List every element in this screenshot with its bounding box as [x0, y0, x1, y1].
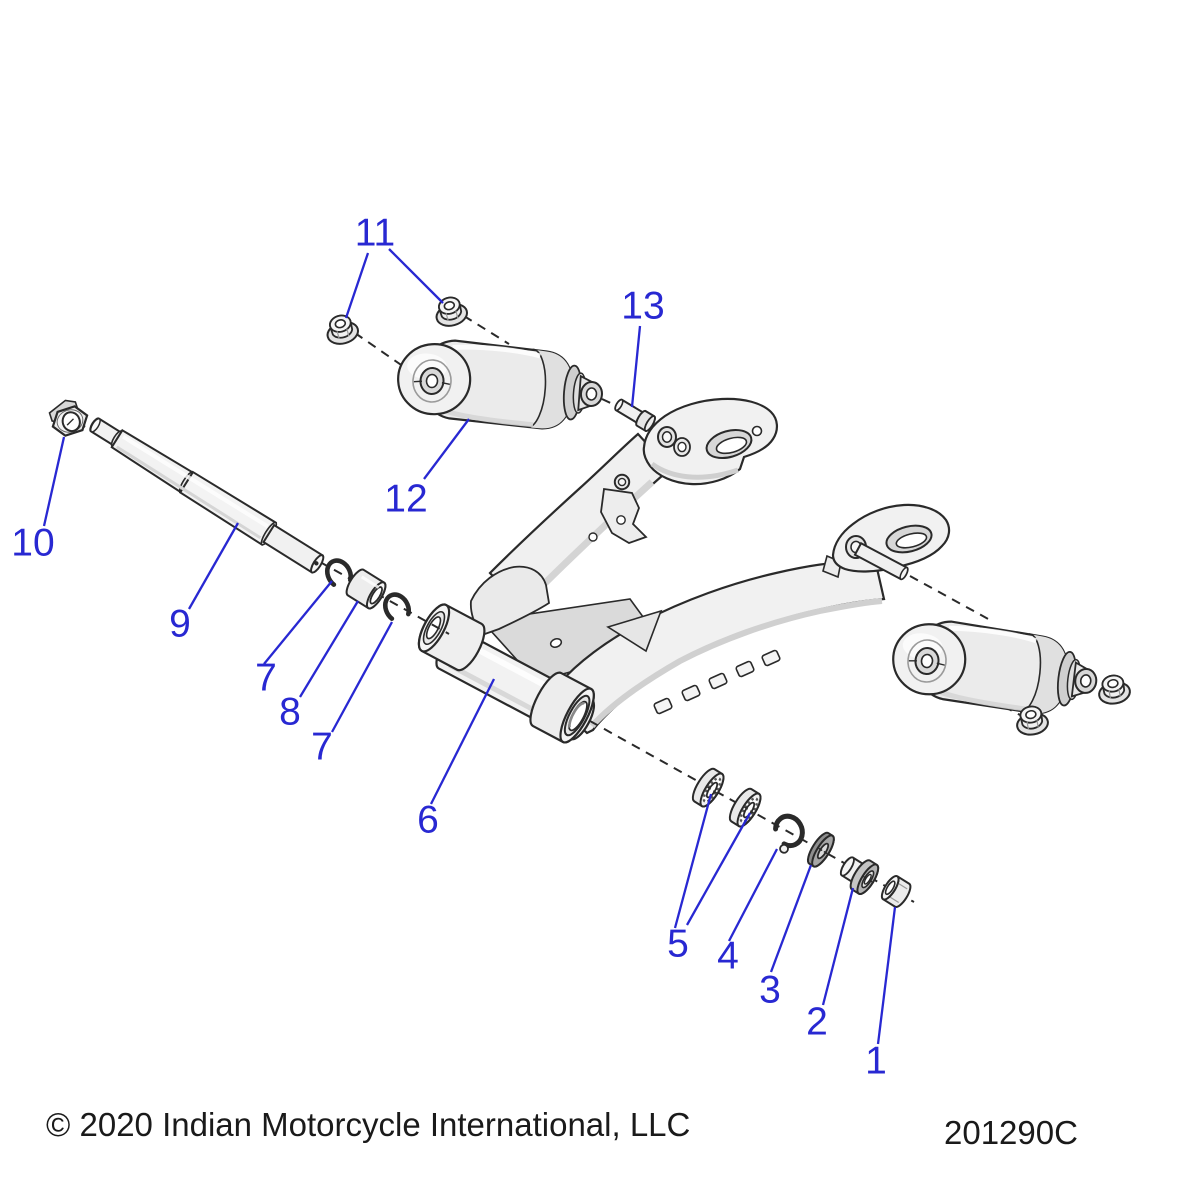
callout-leader-12	[423, 418, 470, 480]
left-arm-hole	[588, 532, 598, 542]
callout-leader-2	[821, 887, 855, 1006]
washer-3	[807, 831, 835, 868]
right-arm-shading	[589, 598, 883, 729]
callout-label-3: 3	[759, 969, 781, 1012]
callout-leader-11	[388, 248, 444, 304]
flanged-spacer-2	[839, 856, 880, 896]
shock-absorber-right	[884, 615, 1101, 720]
swingarm-gusset	[606, 609, 663, 653]
pivot-boss-lower	[529, 671, 595, 744]
axle-adjuster-bracket-left	[642, 397, 778, 486]
snap-ring-7-outer	[324, 558, 354, 587]
chain-guide-teeth	[653, 649, 781, 715]
callout-label-1: 1	[865, 1040, 887, 1083]
pivot-nut-10	[48, 399, 89, 437]
shock-nut-11-left	[322, 310, 362, 349]
callout-label-5: 5	[667, 923, 689, 966]
axle-nut-1	[880, 875, 912, 908]
pivot-boss-upper	[417, 603, 486, 672]
callout-leader-6	[429, 678, 496, 805]
callout-label-7: 7	[255, 657, 277, 700]
callout-leader-3	[769, 864, 813, 973]
callout-label-13: 13	[621, 285, 664, 328]
callout-leader-8	[299, 600, 359, 698]
axle-adjuster-bracket-right	[822, 503, 951, 581]
callout-leader-9	[188, 522, 239, 610]
callout-label-6: 6	[417, 799, 439, 842]
callout-leader-5	[673, 793, 713, 929]
callout-label-10: 10	[11, 522, 54, 565]
floor-hole	[549, 638, 563, 648]
spacer-bushing-8	[345, 568, 387, 610]
axle-shaft-9	[89, 417, 325, 574]
callout-leader-7	[330, 621, 394, 733]
callout-leader-5	[685, 812, 752, 926]
callout-label-8: 8	[279, 691, 301, 734]
callout-leader-4	[727, 848, 779, 942]
part-number: 201290C	[944, 1114, 1078, 1151]
copyright-text: © 2020 Indian Motorcycle International, …	[46, 1106, 691, 1143]
callout-label-11: 11	[355, 212, 396, 255]
shock-bolt-13	[614, 398, 656, 432]
snap-ring-7-inner	[382, 592, 412, 621]
callout-leader-1	[876, 906, 897, 1045]
shock-stud-right	[853, 541, 909, 581]
callout-label-4: 4	[717, 935, 739, 978]
callout-leader-13	[630, 325, 642, 408]
tab-bolt-head	[617, 477, 627, 487]
shock-nut-right-upper	[1095, 672, 1133, 707]
callout-label-12: 12	[384, 478, 427, 521]
snap-ring-4	[773, 813, 805, 854]
swingarm-assembly	[417, 397, 951, 744]
callout-label-7: 7	[311, 726, 333, 769]
callout-leader-10	[42, 436, 66, 527]
callout-leader-11	[344, 252, 370, 319]
callout-label-2: 2	[806, 1001, 828, 1044]
shock-absorber-left-12	[391, 336, 606, 432]
mount-tab-hole	[616, 515, 626, 525]
callout-label-9: 9	[169, 603, 191, 646]
callout-leader-7	[263, 580, 333, 665]
